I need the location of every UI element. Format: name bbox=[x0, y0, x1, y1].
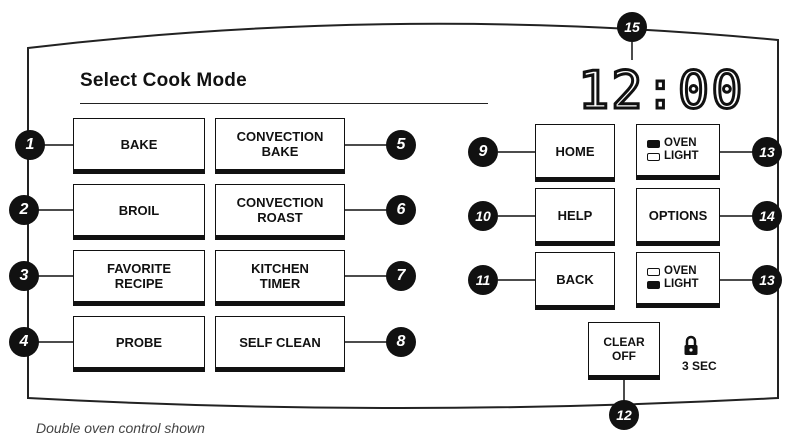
probe-label: Probe bbox=[115, 334, 163, 350]
callout-11: 11 bbox=[468, 265, 498, 295]
convection-bake-label-line1: Convection bbox=[236, 129, 324, 144]
oven-light-lower-row2: Light bbox=[647, 278, 699, 291]
clear-off-label-line1: Clear bbox=[603, 335, 645, 349]
convection-roast-label-line1: Convection bbox=[236, 195, 324, 210]
oven-light-upper-button[interactable]: Oven Light bbox=[636, 124, 720, 180]
clear-off-button[interactable]: Clear Off bbox=[588, 322, 660, 380]
clear-off-label-line2: Off bbox=[612, 349, 636, 363]
help-label: Help bbox=[557, 207, 593, 223]
favorite-recipe-label-line2: Recipe bbox=[114, 276, 164, 291]
callout-4: 4 bbox=[9, 327, 39, 357]
oven-light-lower-line2: Light bbox=[664, 278, 699, 290]
callout-14: 14 bbox=[752, 201, 782, 231]
callout-6: 6 bbox=[386, 195, 416, 225]
home-label: Home bbox=[555, 143, 595, 159]
back-button[interactable]: Back bbox=[535, 252, 615, 310]
upper-oven-indicator-icon bbox=[647, 139, 660, 148]
lower-oven-indicator-icon bbox=[647, 152, 660, 161]
control-lock-indicator: 3 Sec bbox=[682, 335, 742, 373]
convection-bake-button[interactable]: Convection Bake bbox=[215, 118, 345, 174]
callout-12: 12 bbox=[609, 400, 639, 430]
favorite-recipe-button[interactable]: Favorite Recipe bbox=[73, 250, 205, 306]
callout-10: 10 bbox=[468, 201, 498, 231]
callout-9: 9 bbox=[468, 137, 498, 167]
probe-button[interactable]: Probe bbox=[73, 316, 205, 372]
favorite-recipe-label-line1: Favorite bbox=[106, 261, 172, 276]
convection-bake-label-line2: Bake bbox=[261, 144, 299, 159]
bake-label: Bake bbox=[120, 136, 158, 152]
callout-2: 2 bbox=[9, 195, 39, 225]
options-button[interactable]: Options bbox=[636, 188, 720, 246]
oven-light-upper-row2: Light bbox=[647, 150, 699, 163]
lock-hold-label: 3 Sec bbox=[682, 359, 717, 373]
oven-light-upper-row1: Oven bbox=[647, 137, 697, 150]
callout-13-upper: 13 bbox=[752, 137, 782, 167]
callout-3: 3 bbox=[9, 261, 39, 291]
callout-1: 1 bbox=[15, 130, 45, 160]
kitchen-timer-label-line2: Timer bbox=[259, 276, 301, 291]
callout-5: 5 bbox=[386, 130, 416, 160]
section-heading: Select Cook Mode bbox=[80, 70, 247, 91]
upper-oven-indicator-icon bbox=[647, 267, 660, 276]
oven-light-lower-line1: Oven bbox=[664, 265, 697, 277]
callout-15: 15 bbox=[617, 12, 647, 42]
home-button[interactable]: Home bbox=[535, 124, 615, 182]
kitchen-timer-button[interactable]: Kitchen Timer bbox=[215, 250, 345, 306]
oven-light-upper-line1: Oven bbox=[664, 137, 697, 149]
help-button[interactable]: Help bbox=[535, 188, 615, 246]
callout-13-lower: 13 bbox=[752, 265, 782, 295]
oven-light-lower-button[interactable]: Oven Light bbox=[636, 252, 720, 308]
heading-divider bbox=[80, 103, 488, 104]
convection-roast-button[interactable]: Convection Roast bbox=[215, 184, 345, 240]
lock-icon bbox=[684, 335, 698, 355]
kitchen-timer-label-line1: Kitchen bbox=[251, 261, 309, 276]
options-label: Options bbox=[648, 207, 708, 223]
callout-7: 7 bbox=[386, 261, 416, 291]
self-clean-label: Self Clean bbox=[239, 334, 321, 350]
footnote: Double oven control shown bbox=[36, 420, 205, 436]
bake-button[interactable]: Bake bbox=[73, 118, 205, 174]
back-label: Back bbox=[556, 271, 594, 287]
oven-light-lower-row1: Oven bbox=[647, 265, 697, 278]
clock-display: 12:00 bbox=[578, 61, 745, 121]
self-clean-button[interactable]: Self Clean bbox=[215, 316, 345, 372]
broil-button[interactable]: Broil bbox=[73, 184, 205, 240]
panel-outline bbox=[27, 22, 779, 409]
oven-light-upper-line2: Light bbox=[664, 150, 699, 162]
lower-oven-indicator-icon bbox=[647, 280, 660, 289]
convection-roast-label-line2: Roast bbox=[257, 210, 303, 225]
callout-8: 8 bbox=[386, 327, 416, 357]
broil-label: Broil bbox=[118, 202, 160, 218]
